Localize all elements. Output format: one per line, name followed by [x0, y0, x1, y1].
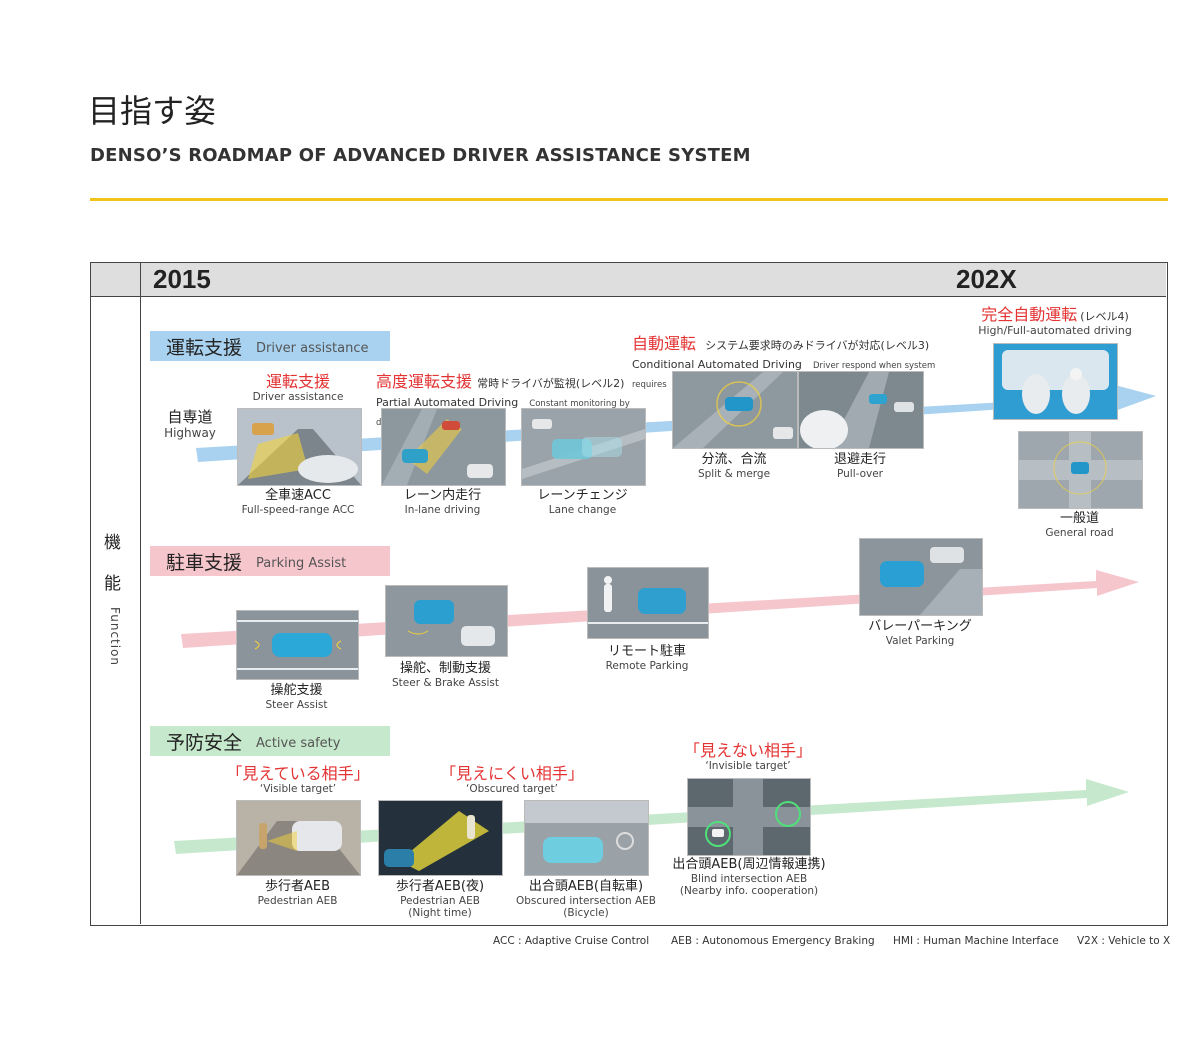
photo-blind-intersection-aeb [687, 778, 811, 856]
label-lane-change: レーンチェンジ Lane change [537, 488, 628, 516]
label-steer-brake-assist: 操舵、制動支援 Steer & Brake Assist [392, 661, 499, 689]
label-remote-parking: リモート駐車 Remote Parking [605, 644, 689, 672]
photo-full-speed-acc [237, 408, 362, 486]
timeline-header [91, 263, 1166, 297]
photo-pedestrian-aeb-night [378, 800, 503, 876]
label-valet-parking: バレーパーキング Valet Parking [868, 619, 972, 647]
category-parking-assist-en: Parking Assist [256, 555, 347, 571]
footnote-v2x: V2X : Vehicle to X [1077, 935, 1171, 947]
photo-in-lane-driving [381, 408, 506, 486]
photo-steer-brake-assist [385, 585, 508, 657]
footnote-acc: ACC : Adaptive Cruise Control [493, 935, 650, 947]
page-subtitle: DENSO’S ROADMAP OF ADVANCED DRIVER ASSIS… [90, 145, 751, 166]
label-general-road: 一般道 General road [1045, 511, 1114, 539]
heading-obscured-target: 「見えにくい相手」 ‘Obscured target’ [440, 764, 584, 796]
label-full-speed-acc: 全車速ACC Full-speed-range ACC [241, 488, 355, 516]
year-start: 2015 [153, 264, 211, 294]
label-pedestrian-aeb-night: 歩行者AEB(夜) Pedestrian AEB (Night time) [395, 879, 485, 920]
photo-full-automated-interior [993, 343, 1118, 420]
roadmap-frame [90, 262, 1168, 926]
category-parking-assist-jp: 駐車支援 [166, 551, 243, 574]
label-pedestrian-aeb: 歩行者AEB Pedestrian AEB [257, 879, 338, 907]
function-column-divider [140, 296, 141, 924]
function-label-en: Function [108, 607, 122, 667]
photo-split-merge [672, 371, 798, 449]
photo-general-road [1018, 431, 1143, 509]
label-in-lane-driving: レーン内走行 In-lane driving [403, 488, 482, 516]
stage-conditional-automated: 自動運転 システム要求時のみドライバが対応(レベル3) Conditional … [632, 334, 936, 391]
highway-label: 自専道 Highway [164, 408, 216, 440]
photo-lane-change [521, 408, 646, 486]
category-driver-assistance-en: Driver assistance [256, 340, 369, 356]
photo-pedestrian-aeb [236, 800, 361, 876]
stage-driver-assistance: 運転支援 Driver assistance [252, 372, 344, 404]
photo-remote-parking [587, 567, 709, 639]
photo-steer-assist [236, 610, 359, 680]
heading-invisible-target: 「見えない相手」 ‘Invisible target’ [683, 741, 812, 773]
function-label-jp-1: 機 [104, 533, 121, 553]
timeline-header-corner [91, 263, 141, 296]
label-obscured-intersection-aeb: 出合頭AEB(自転車) Obscured intersection AEB (B… [515, 879, 657, 920]
function-label-jp-2: 能 [104, 574, 121, 594]
label-blind-intersection-aeb: 出合頭AEB(周辺情報連携) Blind intersection AEB (N… [672, 857, 826, 898]
category-active-safety: 予防安全 Active safety [150, 726, 390, 756]
label-pull-over: 退避走行 Pull-over [833, 452, 886, 480]
category-parking-assist: 駐車支援 Parking Assist [150, 546, 390, 576]
category-active-safety-jp: 予防安全 [166, 731, 243, 754]
label-split-merge: 分流、合流 Split & merge [697, 452, 771, 480]
photo-obscured-intersection-aeb [524, 800, 649, 876]
footnote-hmi: HMI : Human Machine Interface [893, 935, 1059, 947]
footnote-aeb: AEB : Autonomous Emergency Braking [671, 935, 875, 947]
stage-full-automated: 完全自動運転(レベル4) High/Full-automated driving [978, 305, 1132, 338]
photo-pull-over [798, 371, 924, 449]
page-title: 目指す姿 [88, 92, 217, 130]
category-driver-assistance-jp: 運転支援 [166, 336, 243, 359]
label-steer-assist: 操舵支援 Steer Assist [265, 683, 328, 711]
year-end: 202X [956, 264, 1017, 294]
photo-valet-parking [859, 538, 983, 616]
category-driver-assistance: 運転支援 Driver assistance [150, 331, 390, 361]
accent-rule [90, 198, 1168, 201]
category-active-safety-en: Active safety [256, 735, 341, 751]
heading-visible-target: 「見えている相手」 ‘Visible target’ [226, 764, 370, 796]
